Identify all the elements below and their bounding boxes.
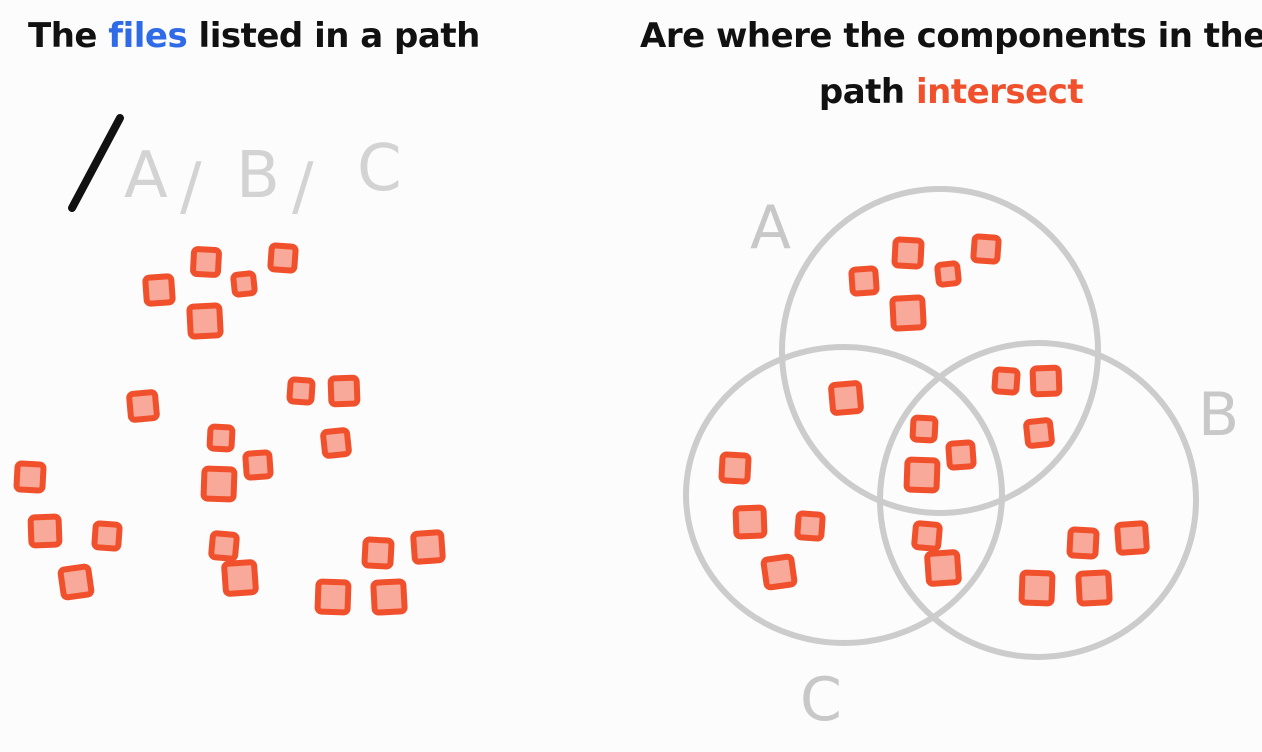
left-file-icon-17	[208, 530, 240, 562]
left-file-icon-5	[186, 302, 224, 340]
right-heading-line1: Are where the components in the	[640, 16, 1262, 56]
venn-file-icon-14	[732, 504, 768, 540]
left-file-icon-8	[327, 374, 361, 408]
circle-a	[779, 186, 1101, 516]
left-file-icon-19	[361, 536, 395, 570]
left-file-icon-18	[221, 559, 259, 597]
path-component-b: B	[236, 139, 280, 213]
venn-file-icon-7	[991, 366, 1021, 396]
venn-file-icon-18	[924, 549, 962, 587]
circle-b-label: B	[1198, 380, 1239, 450]
left-file-icon-13	[13, 460, 47, 494]
circle-c-label: C	[800, 665, 842, 735]
left-file-icon-2	[190, 246, 222, 278]
left-file-icon-12	[200, 465, 238, 503]
root-slash	[68, 114, 124, 212]
left-file-icon-6	[126, 389, 160, 423]
right-heading: Are where the components in the path inte…	[640, 8, 1262, 120]
venn-file-icon-13	[718, 451, 752, 485]
left-file-icon-20	[410, 529, 446, 565]
left-file-icon-11	[242, 449, 274, 481]
venn-file-icon-6	[828, 380, 864, 416]
left-file-icon-16	[57, 563, 95, 601]
venn-file-icon-20	[1114, 520, 1150, 556]
circle-c	[683, 344, 1005, 646]
files-highlight-text: files	[108, 16, 188, 56]
path-separator-2: /	[292, 150, 314, 224]
venn-file-icon-4	[970, 233, 1002, 265]
path-separator-1: /	[180, 150, 202, 224]
left-file-icon-9	[320, 427, 352, 459]
path-illustration: A / B / C	[68, 114, 402, 224]
left-file-icon-14	[27, 513, 63, 549]
venn-file-set	[718, 233, 1150, 607]
left-file-icon-1	[142, 273, 176, 307]
right-heading-line2-before: path	[818, 72, 916, 112]
venn-file-icon-9	[1023, 417, 1055, 449]
left-file-icon-3	[230, 270, 258, 298]
venn-file-icon-21	[1018, 569, 1056, 607]
left-heading-before: The	[28, 16, 109, 56]
venn-file-icon-19	[1066, 526, 1100, 560]
left-heading-after: listed in a path	[187, 16, 481, 56]
left-file-icon-21	[314, 578, 352, 616]
venn-file-icon-11	[945, 439, 977, 471]
intersect-highlight-text: intersect	[915, 72, 1084, 112]
venn-file-icon-8	[1029, 364, 1063, 398]
circle-b	[877, 340, 1199, 660]
venn-file-icon-3	[934, 260, 962, 288]
venn-file-icon-16	[760, 553, 798, 591]
venn-file-icon-10	[909, 414, 939, 444]
left-file-icon-15	[91, 520, 123, 552]
path-component-a: A	[124, 139, 168, 213]
venn-diagram: A B C	[683, 186, 1239, 735]
left-file-cloud	[13, 242, 446, 616]
venn-file-icon-12	[903, 456, 941, 494]
left-file-icon-22	[370, 578, 408, 616]
venn-file-icon-15	[794, 510, 826, 542]
venn-file-icon-17	[911, 520, 943, 552]
left-file-icon-4	[267, 242, 299, 274]
left-heading: The files listed in a path	[28, 8, 480, 64]
venn-file-icon-22	[1075, 569, 1113, 607]
venn-file-icon-2	[891, 236, 925, 270]
path-component-c: C	[357, 132, 402, 206]
circle-a-label: A	[750, 193, 791, 263]
venn-file-icon-1	[848, 265, 880, 297]
venn-file-icon-5	[889, 294, 927, 332]
left-file-icon-10	[206, 423, 236, 453]
left-file-icon-7	[286, 376, 316, 406]
